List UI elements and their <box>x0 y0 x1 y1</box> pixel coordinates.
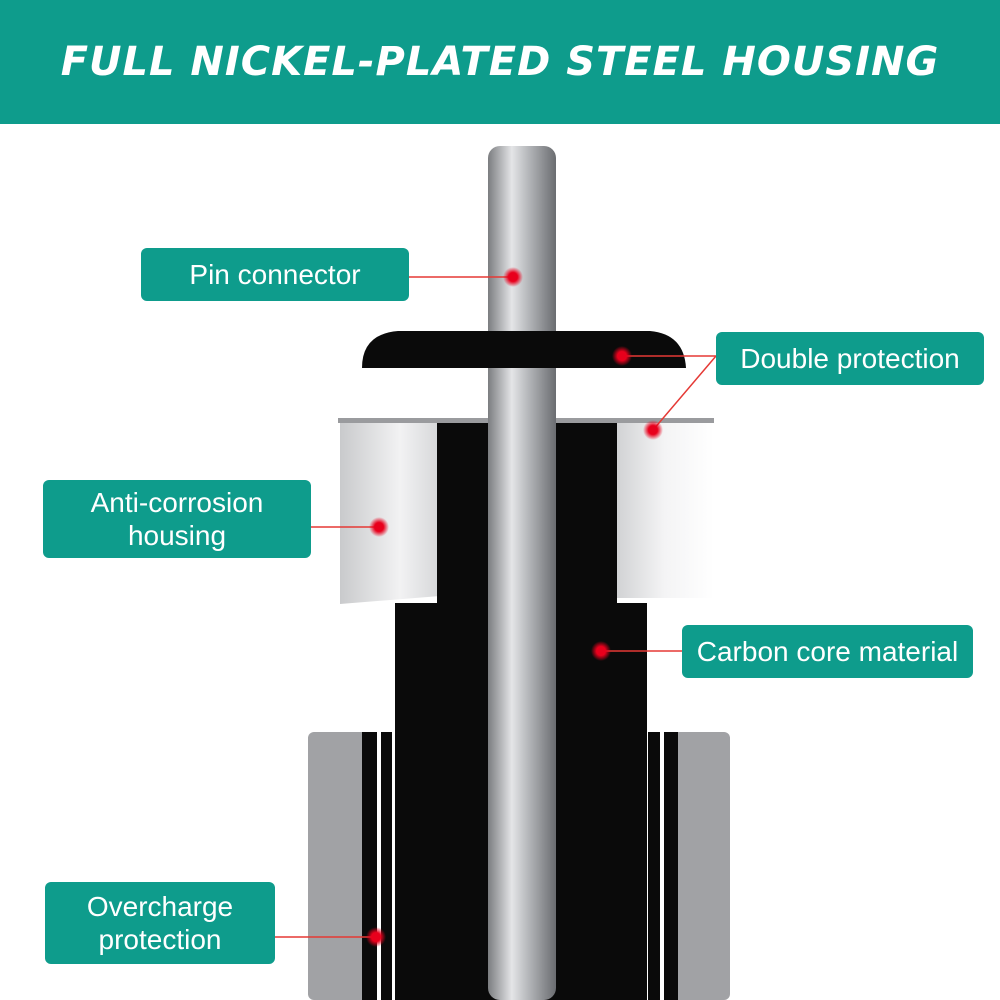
header-banner: FULL NICKEL-PLATED STEEL HOUSING <box>0 0 1000 124</box>
leader-lines <box>275 276 717 938</box>
label-anti-corrosion-housing: Anti-corrosion housing <box>43 480 311 558</box>
label-carbon-core-material-text: Carbon core material <box>696 636 959 667</box>
label-pin-connector: Pin connector <box>141 248 409 301</box>
marker-carbon-core-core <box>597 647 605 655</box>
marker-pin-connector-core <box>509 273 517 281</box>
housing-left <box>340 420 440 604</box>
marker-double-protection-housing-core <box>649 426 657 434</box>
label-double-protection-text: Double protection <box>740 343 960 374</box>
label-pin-connector-text: Pin connector <box>189 259 361 290</box>
marker-overcharge-core <box>372 933 380 941</box>
label-carbon-core-material: Carbon core material <box>682 625 973 678</box>
label-overcharge-protection-text: Overcharge protection <box>86 891 234 955</box>
overcharge-strip-left-highlight <box>377 732 381 1000</box>
housing-right <box>615 420 714 598</box>
callout-markers <box>366 267 663 947</box>
marker-anti-corrosion-core <box>375 523 383 531</box>
label-overcharge-protection: Overcharge protection <box>45 882 275 964</box>
banner-title: FULL NICKEL-PLATED STEEL HOUSING <box>60 39 940 85</box>
overcharge-strip-right-highlight <box>660 732 664 1000</box>
leader-double-protection-bottom <box>652 355 717 431</box>
label-anti-corrosion-housing-text: Anti-corrosion housing <box>90 487 264 551</box>
marker-double-protection-cap-core <box>618 352 626 360</box>
label-double-protection: Double protection <box>716 332 984 385</box>
protection-cap <box>362 331 686 368</box>
